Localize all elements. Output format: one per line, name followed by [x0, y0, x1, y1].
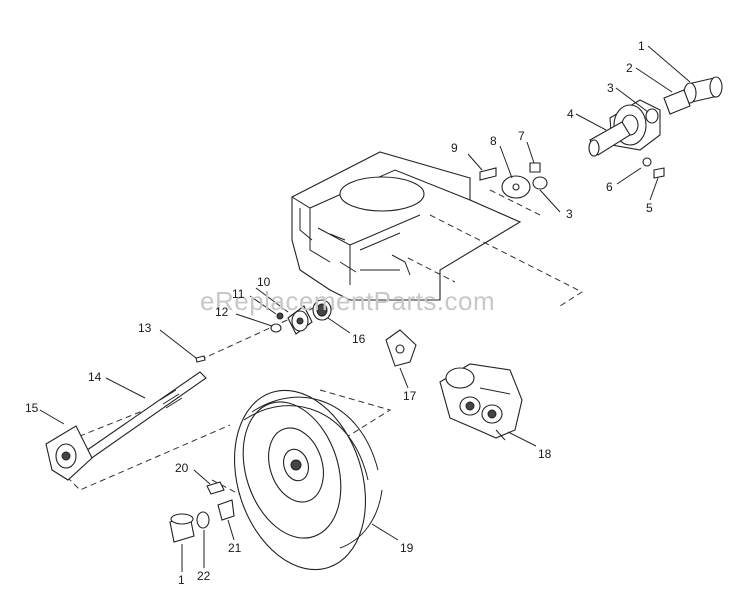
seal-16	[312, 299, 332, 321]
callout-20: 20	[175, 461, 189, 475]
callout-9: 9	[451, 141, 458, 155]
bushing-top	[683, 76, 723, 104]
bolt-9	[479, 167, 497, 181]
leader-lines	[39, 45, 691, 572]
hydraulic-motor-18	[439, 363, 523, 441]
callout-15: 15	[25, 401, 39, 415]
spacer-top	[645, 108, 659, 124]
callout-21: 21	[228, 541, 242, 555]
bolt-5	[653, 167, 665, 179]
callout-14: 14	[88, 370, 102, 384]
callout-13: 13	[138, 321, 152, 335]
clip-21	[217, 499, 235, 521]
callout-1-bottom: 1	[178, 573, 185, 587]
callout-18: 18	[538, 447, 552, 461]
flange-10	[287, 305, 313, 335]
coupler	[663, 89, 691, 115]
washer-12	[270, 323, 282, 333]
axle-flange-15	[45, 425, 93, 481]
callout-7: 7	[518, 129, 525, 143]
axle-14	[79, 371, 207, 463]
bushing-1	[169, 513, 195, 543]
callout-17: 17	[403, 389, 417, 403]
spacer-3	[532, 176, 548, 190]
callout-3-top: 3	[607, 81, 614, 95]
washer-6	[642, 157, 652, 167]
callout-22: 22	[197, 569, 211, 583]
callout-10: 10	[257, 275, 271, 289]
nut-11	[276, 312, 284, 320]
callout-4: 4	[567, 107, 574, 121]
callout-19: 19	[400, 541, 414, 555]
watermark-text: eReplacementParts.com	[200, 286, 495, 316]
callout-12: 12	[215, 305, 229, 319]
callout-2: 2	[626, 61, 633, 75]
callout-11: 11	[232, 287, 245, 301]
bolt-20	[206, 481, 225, 495]
wheel-19	[233, 389, 383, 571]
engine-housing	[291, 151, 522, 301]
callout-5: 5	[646, 201, 653, 215]
plate-8	[501, 175, 531, 199]
bracket-17	[385, 329, 417, 367]
key-13	[195, 355, 206, 363]
callout-16: 16	[352, 332, 366, 346]
callout-1-top: 1	[638, 39, 645, 53]
spacer-22	[196, 511, 210, 529]
callout-labels: 1 2 3 4 6 5 7 8 9 3 10 11 12 16 13 17 14…	[25, 39, 653, 587]
callout-6: 6	[606, 180, 613, 194]
drive-shaft-flange	[588, 99, 661, 157]
callout-3-mid: 3	[566, 207, 573, 221]
pin-7	[529, 162, 541, 173]
callout-8: 8	[490, 134, 497, 148]
